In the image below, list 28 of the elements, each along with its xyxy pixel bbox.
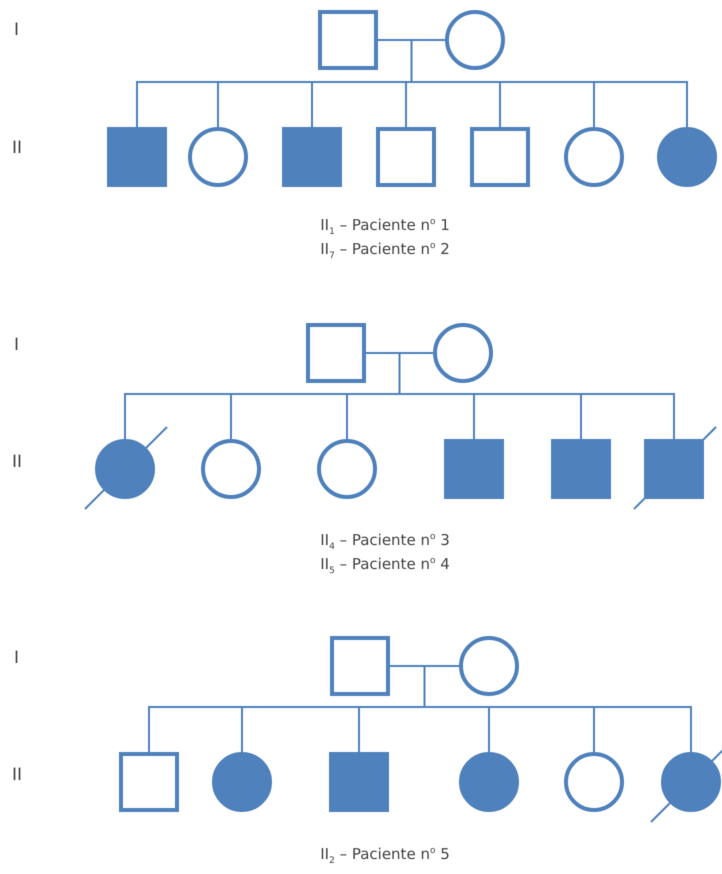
patient-note: II$_{5}$ – Paciente n$^{o}$ 4	[320, 555, 450, 576]
pedigree-line	[390, 665, 692, 752]
affected-deceased-male-square	[644, 439, 704, 499]
affected-male-square	[329, 752, 389, 812]
affected-male-square	[444, 439, 504, 499]
affected-deceased-female-circle	[661, 752, 721, 812]
unaffected-male-square	[330, 636, 390, 696]
patient-note: II$_{2}$ – Paciente n$^{o}$ 5	[320, 845, 450, 866]
generation-label: II	[12, 765, 22, 785]
generation-label: I	[14, 20, 20, 40]
unaffected-male-square	[306, 323, 366, 383]
unaffected-male-square	[119, 752, 179, 812]
generation-label: I	[14, 335, 20, 355]
pedigree-line	[366, 352, 675, 439]
pedigree-line	[378, 39, 688, 127]
unaffected-male-square	[376, 127, 436, 187]
affected-male-square	[551, 439, 611, 499]
affected-male-square	[107, 127, 167, 187]
affected-deceased-female-circle	[95, 439, 155, 499]
patient-note: II$_{1}$ – Paciente n$^{o}$ 1	[320, 216, 450, 237]
unaffected-male-square	[470, 127, 530, 187]
generation-label: II	[12, 138, 22, 158]
patient-note: II$_{4}$ – Paciente n$^{o}$ 3	[320, 531, 450, 552]
patient-note: II$_{7}$ – Paciente n$^{o}$ 2	[320, 240, 450, 261]
unaffected-male-square	[318, 10, 378, 70]
affected-male-square	[282, 127, 342, 187]
generation-label: I	[14, 648, 20, 668]
generation-label: II	[12, 452, 22, 472]
